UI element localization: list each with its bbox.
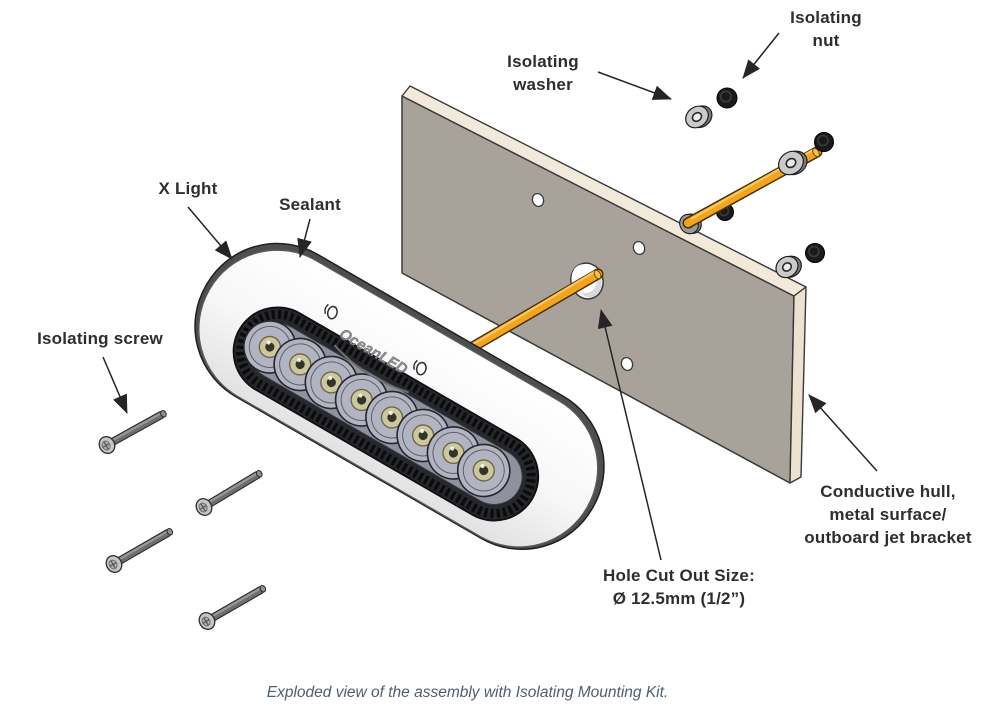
hull-panel-right-edge bbox=[789, 286, 807, 484]
isolating-nut-part bbox=[716, 87, 738, 109]
arrow-hole-cutout bbox=[597, 309, 662, 561]
isolating-nut-part bbox=[805, 243, 825, 263]
cavity-teeth bbox=[236, 309, 536, 518]
figure-caption: Exploded view of the assembly with Isola… bbox=[266, 684, 669, 701]
label-isolating-washer: Isolating washer bbox=[473, 50, 613, 96]
panel-screw-hole bbox=[531, 192, 545, 208]
isolating-washer-part bbox=[685, 105, 713, 129]
isolating-stud-lower bbox=[446, 268, 604, 365]
x-light-fixture: OceanLED bbox=[194, 242, 605, 551]
label-hole-cutout: Hole Cut Out Size: Ø 12.5mm (1/2”) bbox=[569, 564, 789, 610]
label-line: outboard jet bracket bbox=[804, 528, 972, 547]
leader-arrows bbox=[102, 32, 878, 561]
arrow-isolating-washer bbox=[597, 71, 672, 100]
panel-screw-hole bbox=[620, 356, 634, 372]
isolating-washer-part bbox=[778, 150, 808, 176]
arrow-x-light bbox=[187, 206, 233, 260]
isolating-washer-part bbox=[775, 255, 802, 279]
logo-swoosh bbox=[333, 344, 410, 394]
isolating-screw-part bbox=[198, 585, 267, 630]
isolating-screw-part bbox=[98, 409, 167, 455]
label-line: Conductive hull, bbox=[820, 482, 956, 501]
bezel-screw-hole bbox=[324, 303, 338, 320]
isolating-screw-part bbox=[105, 528, 174, 573]
label-x-light: X Light bbox=[128, 177, 248, 200]
label-line: washer bbox=[513, 75, 573, 94]
label-sealant: Sealant bbox=[250, 193, 370, 216]
label-line: Hole Cut Out Size: bbox=[603, 566, 755, 585]
arrow-isolating-nut bbox=[742, 32, 780, 79]
label-line: Isolating screw bbox=[37, 329, 163, 348]
led bbox=[456, 443, 511, 498]
panel-screw-hole bbox=[632, 240, 646, 256]
label-line: Isolating bbox=[790, 8, 862, 27]
label-line: nut bbox=[812, 31, 840, 50]
arrow-isolating-screw bbox=[102, 356, 128, 414]
label-line: X Light bbox=[158, 179, 218, 198]
isolating-nut-part bbox=[814, 132, 834, 152]
label-line: Sealant bbox=[279, 195, 341, 214]
arrow-conductive-hull bbox=[808, 394, 878, 472]
isolating-screw-part bbox=[195, 470, 263, 516]
label-line: Ø 12.5mm (1/2”) bbox=[612, 589, 746, 608]
label-isolating-screw: Isolating screw bbox=[10, 327, 190, 350]
label-conductive-hull: Conductive hull, metal surface/ outboard… bbox=[778, 480, 991, 549]
label-isolating-nut: Isolating nut bbox=[756, 6, 896, 52]
hull-panel bbox=[401, 85, 807, 484]
label-line: metal surface/ bbox=[829, 505, 947, 524]
isolating-screws bbox=[98, 409, 267, 630]
isolating-hardware bbox=[679, 87, 834, 279]
bezel-screw-hole bbox=[413, 359, 427, 376]
arrow-sealant bbox=[297, 218, 312, 258]
label-line: Isolating bbox=[507, 52, 579, 71]
led-array bbox=[243, 320, 511, 498]
